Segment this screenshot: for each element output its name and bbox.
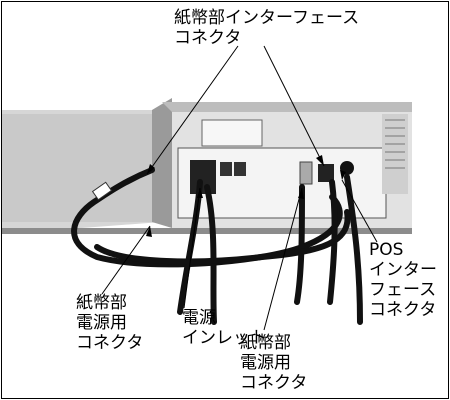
cable-connector-white: [91, 181, 113, 201]
label-paper-power-connector-left: 紙幣部 電源用 コネクタ: [76, 293, 144, 353]
label-power-inlet: 電源 インレット: [182, 308, 267, 348]
paper-interface-port: [318, 164, 334, 182]
leader-lines: [101, 45, 378, 331]
label-sticker: [201, 119, 263, 147]
label-pos-interface-connector: POS インター フェース コネクタ: [369, 240, 437, 320]
leader-arrowheads: [146, 155, 346, 237]
power-inlet-socket: [190, 160, 216, 194]
label-paper-interface-connector: 紙幣部インターフェース コネクタ: [174, 8, 360, 48]
label-paper-power-connector-right: 紙幣部 電源用 コネクタ: [240, 333, 308, 393]
device-side: [2, 114, 152, 222]
vent-grille: [382, 114, 408, 194]
